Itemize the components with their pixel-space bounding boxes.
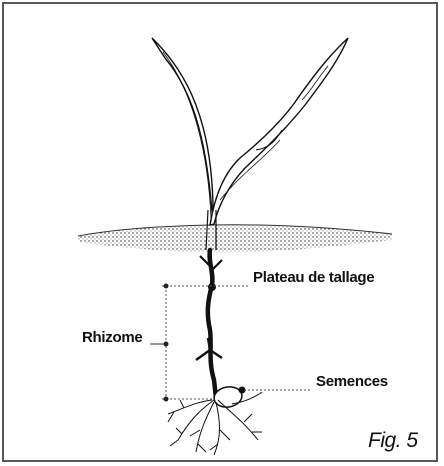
plateau-de-tallage-label: Plateau de tallage: [253, 270, 374, 285]
bracket-top-dot: [164, 284, 169, 289]
bracket-mid-dot: [164, 342, 169, 347]
tillering-node: [208, 283, 216, 291]
rhizome-label: Rhizome: [82, 330, 142, 345]
semences-label: Semences: [316, 374, 388, 389]
soil-surface: [78, 225, 392, 253]
annotation-lines: [162, 286, 310, 399]
leaf-right: [210, 38, 348, 225]
seed: [212, 385, 245, 410]
rhizome-stem: [196, 250, 222, 398]
bracket-bottom-dot: [164, 397, 169, 402]
figure-number: Fig. 5: [368, 430, 418, 451]
leaf-left: [152, 38, 213, 225]
